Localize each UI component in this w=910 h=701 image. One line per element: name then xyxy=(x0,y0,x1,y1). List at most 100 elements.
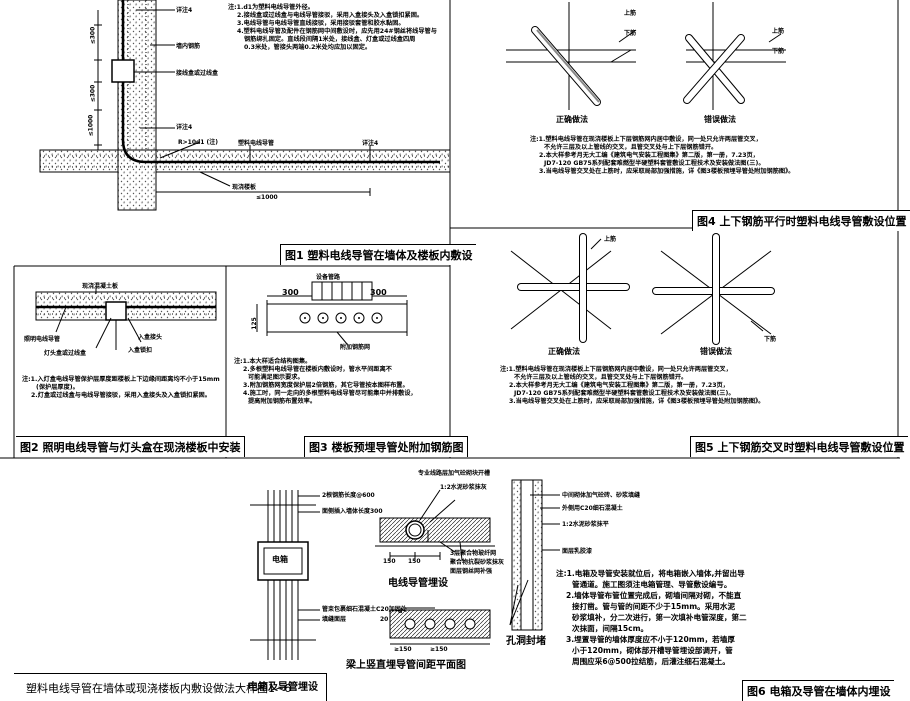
fig1-note-6: 0.3米处，管接头两端0.2米处均应加以固定。 xyxy=(244,44,372,51)
fig1-label-box: 接线盒或过线盒 xyxy=(176,70,219,77)
fig6-note-6: 次抹面，间隔15cm。 xyxy=(572,624,649,633)
fig6-caption-seal: 孔洞封堵 xyxy=(506,636,546,647)
fig5-title: 图5 上下钢筋交叉时塑料电线导管敷设位置 xyxy=(690,436,909,457)
fig6-note-1: 注:1.电箱及导管安装就位后，将电箱嵌入墙体,并留出导 xyxy=(556,569,745,578)
fig6-note-2: 管通道。施工图须注电箱管理、导管敷设编号。 xyxy=(572,580,732,589)
fig1-label-slab: 现浇楼板 xyxy=(232,184,257,191)
fig6-dim-d: d xyxy=(398,608,403,615)
fig1-label-conduit: 塑料电线导管 xyxy=(238,140,275,147)
fig5-caption-correct: 正确做法 xyxy=(548,347,580,356)
fig5-label-down: 下筋 xyxy=(764,336,777,343)
fig6-label-s2: 外侧用C20细石混凝土 xyxy=(562,505,623,512)
fig4-caption-correct: 正确做法 xyxy=(556,115,588,124)
fig4-note-5: 3.当电线导管交叉处在上筋时，应采取局部加强措施，详《图3楼板预埋导管处附加钢筋… xyxy=(539,168,795,175)
fig4-note-3: 2.本大样参考月无大工编《建筑电气安装工程图集》第二版，第一册，7.23页， xyxy=(539,152,759,159)
fig2-title: 图2 照明电线导管与灯头盒在现浇楼板中安装 xyxy=(16,436,246,457)
fig6-label-c3: 3层聚合物玻纤网 xyxy=(450,550,497,557)
fig1-label-steel: 墙内钢筋 xyxy=(176,43,201,50)
fig6-note-5: 砂浆填补，分二次进行，第一次填补电管深度，第二 xyxy=(572,613,747,622)
fig1-drawing xyxy=(39,0,451,211)
fig2-note-1: 注:1.入灯盒电线导管保护层厚度距楼板上下边缘间距离均不小于15mm xyxy=(22,376,220,383)
fig6-dim-150d: ≥150 xyxy=(430,646,448,653)
fig2-label-lampbox: 灯头盒或过线盒 xyxy=(44,350,87,357)
fig6-notes: 注:1.电箱及导管安装就位后，将电箱嵌入墙体,并留出导 管通道。施工图须注电箱管… xyxy=(556,568,747,667)
fig1-note-2: 2.接线盒或过线盒与电线导管接驳，采用入盒接头及入盒锁扣紧固。 xyxy=(237,12,424,19)
fig6-label-rebar: 2根钢筋长度@600 xyxy=(322,492,375,499)
fig3-note-6: 提高附加钢筋布置效率。 xyxy=(248,398,317,405)
fig1-label-wall-top: 详注4 xyxy=(176,7,193,14)
fig1-note-4: 4.塑料电线导管及配件在钢筋网中间敷设时，应先用24#钢丝将线导管与 xyxy=(237,28,437,35)
fig3-label-add-rebar: 设备管路 xyxy=(316,274,341,281)
fig3-notes: 注:1.本大样适合结构图集。 2.多根塑料电线导管在楼板内敷设时，管水平间距离不… xyxy=(234,358,417,406)
fig2-label-joint: 入盒接头 xyxy=(138,334,163,341)
fig2-label-conduit: 照明电线导管 xyxy=(24,336,61,343)
fig1-note-3: 3.电线导管与电线导管直线接驳，采用接驳套管和胶水黏固。 xyxy=(237,20,405,27)
main-title-box: 塑料电线导管在墙体或现浇楼板内敷设做法大样图1~6 xyxy=(14,673,327,701)
fig6-title: 图6 电箱及导管在墙体内埋设 xyxy=(742,680,895,701)
fig6-note-7: 3.埋置导管的墙体厚度应不小于120mm，若墙厚 xyxy=(566,635,735,644)
fig3-dim-c: 125 xyxy=(250,317,258,330)
fig6-dim-20: 20 xyxy=(380,616,389,623)
fig3-dim-a: 300 xyxy=(282,288,299,297)
fig4-label-down: 下筋 xyxy=(624,30,637,37)
fig1-label-wall-mid: 详注4 xyxy=(176,124,193,131)
fig6-note-4: 接打凿。管与管的间距不少于15mm。采用水泥 xyxy=(572,602,736,611)
fig1-title: 图1 塑料电线导管在墙体及楼板内敷设 xyxy=(280,244,477,265)
fig6-label-finish: 填缝面层 xyxy=(322,616,347,623)
fig1-dim-4: ≤1000 xyxy=(256,194,278,201)
fig4-note-2: 不允许三层及以上管线的交叉，且管交叉处与上下层钢筋错开。 xyxy=(544,144,718,151)
fig6-drawing xyxy=(250,479,560,660)
fig6-label-c5: 面层钢丝网补强 xyxy=(450,568,493,575)
fig6-label-concrete: 管束包裹细石混凝土C20加固处 xyxy=(322,606,407,613)
fig4-drawing xyxy=(506,2,786,110)
main-title: 塑料电线导管在墙体或现浇楼板内敷设做法大样图1~6 xyxy=(26,682,292,695)
fig2-label-slab: 现浇混凝土板 xyxy=(82,283,119,290)
fig2-drawing xyxy=(35,288,217,350)
fig4-title: 图4 上下钢筋平行时塑料电线导管敷设位置 xyxy=(692,210,910,231)
fig6-label-s4: 面层乳胶漆 xyxy=(562,548,593,555)
fig1-note-5: 钢筋绑扎固定。直线段间隔1米处，接线盒、灯盒或过线盒四周 xyxy=(244,36,416,43)
fig5-note-3: 2.本大样参考月无大工编《建筑电气安装工程图集》第二版，第一册，7.23页， xyxy=(509,382,729,389)
fig6-label-c1: 专业线路层加气砼砌块开槽 xyxy=(418,470,491,477)
fig5-caption-wrong: 错误做法 xyxy=(700,347,732,356)
fig4-label-down2: 下筋 xyxy=(772,48,785,55)
fig6-caption-spacing: 梁上竖直埋导管间距平面图 xyxy=(346,660,466,671)
fig6-label-box-text: 电箱 xyxy=(272,555,288,564)
fig6-dim-150b: 150 xyxy=(408,558,421,565)
fig6-label-c4: 聚合物抗裂砂浆抹灰 xyxy=(450,559,505,566)
fig3-note-3: 可能满足图示要求。 xyxy=(248,374,304,381)
fig3-dim-b: 300 xyxy=(370,288,387,297)
fig6-dim-150c: ≥150 xyxy=(394,646,412,653)
fig5-notes: 注:1.塑料电线导管在现浇楼板上下层钢筋网内居中敷设，同一处只允许两层管交叉， … xyxy=(500,366,764,406)
fig5-label-up: 上筋 xyxy=(604,236,617,243)
fig4-notes: 注:1.塑料电线导管在现浇楼板上下层钢筋网内居中敷设，同一处只允许两层管交叉， … xyxy=(530,136,794,176)
fig5-note-4: JD7-120 GB75系列配套难燃型半硬塑料套管敷设工程技术及安装做法图(三)… xyxy=(514,390,735,397)
fig6-note-9: 周围应采6@500拉结筋，后灌注细石混凝土。 xyxy=(572,657,730,666)
fig6-dim-150a: 150 xyxy=(383,558,396,565)
fig1-dim-2: ≤300 xyxy=(89,84,97,103)
fig3-label-rebar-note: 附加钢筋网 xyxy=(340,344,371,351)
fig3-title: 图3 楼板预埋导管处附加钢筋图 xyxy=(304,436,469,457)
fig4-label-up: 上筋 xyxy=(624,10,637,17)
fig6-label-s3: 1:2水泥砂浆抹平 xyxy=(562,521,609,528)
fig3-note-2: 2.多根塑料电线导管在楼板内敷设时，管水平间距离不 xyxy=(243,366,392,373)
fig4-caption-wrong: 错误做法 xyxy=(704,115,736,124)
fig2-label-lock: 入盒锁扣 xyxy=(128,347,153,354)
fig4-note-1: 注:1.塑料电线导管在现浇楼板上下层钢筋网内居中敷设，同一处只允许两层管交叉， xyxy=(530,136,762,143)
fig6-caption-box: 电箱及导管埋设 xyxy=(248,682,318,693)
fig1-label-radius: R>10d1 (注) xyxy=(178,139,219,146)
fig5-note-2: 不允许三层及以上管线的交叉，且管交叉处与上下层钢筋错开。 xyxy=(514,374,688,381)
fig1-notes: 注:1.d1为塑料电线导管外径。 2.接线盒或过线盒与电线导管接驳，采用入盒接头… xyxy=(228,4,437,52)
fig1-note-1: 注:1.d1为塑料电线导管外径。 xyxy=(228,4,314,11)
fig6-note-8: 小于120mm，砌体部开槽导管埋设部调开，管 xyxy=(572,646,733,655)
fig1-label-slab-note: 详注4 xyxy=(362,140,379,147)
fig5-drawing xyxy=(510,233,775,345)
fig6-label-s1: 中间砌体加气砼砖、砂浆填缝 xyxy=(562,492,641,499)
fig2-notes: 注:1.入灯盒电线导管保护层厚度距楼板上下边缘间距离均不小于15mm (保护层厚… xyxy=(22,376,220,400)
fig6-label-rebar2: 面侧插入墙体长度300 xyxy=(322,508,383,515)
fig6-note-3: 2.墙体导管布管位置完成后，砌墙间隔对砌，不能直 xyxy=(566,591,742,600)
fig4-label-up2: 上筋 xyxy=(772,28,785,35)
fig4-note-4: JD7-120 GB75系列配套难燃型半硬塑料套管敷设工程技术及安装做法图(三)… xyxy=(544,160,765,167)
fig3-note-5: 4.施工时，同一走向的多根塑料电线导管尽可能集中并排敷设， xyxy=(243,390,417,397)
fig5-note-1: 注:1.塑料电线导管在现浇楼板上下层钢筋网内居中敷设，同一处只允许两层管交叉， xyxy=(500,366,732,373)
